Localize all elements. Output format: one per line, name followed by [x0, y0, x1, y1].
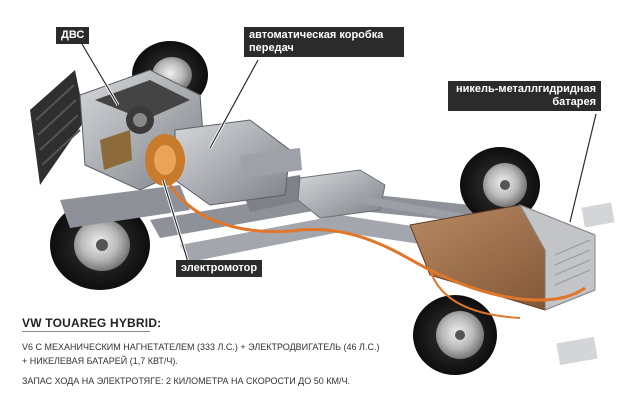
- motor-label-text: электромотор: [181, 262, 258, 274]
- motor-label: электромотор: [176, 260, 263, 277]
- exhaust-muffler: [297, 169, 470, 222]
- front-subframe: [60, 185, 190, 228]
- caption-line-3: ЗАПАС ХОДА НА ЭЛЕКТРОТЯГЕ: 2 КИЛОМЕТРА Н…: [22, 376, 351, 386]
- gearbox: [174, 119, 302, 206]
- cable-branch: [429, 269, 521, 319]
- engine-label: ДВС: [56, 27, 90, 44]
- caption-line-1: V6 С МЕХАНИЧЕСКИМ НАГНЕТАТЕЛЕМ (333 Л.С.…: [22, 342, 380, 352]
- gearbox-label-line1: автоматическая коробка: [249, 29, 384, 41]
- high-voltage-cable: [168, 184, 586, 302]
- leader-lines-dark: [81, 43, 597, 263]
- rear-left-wheel: [460, 147, 540, 223]
- gearbox-label: автоматическая коробка передач: [244, 27, 404, 57]
- caption-line-2: + НИКЕЛЕВАЯ БАТАРЕЙ (1,7 КВТ/Ч).: [22, 356, 178, 366]
- radiator: [30, 70, 85, 185]
- battery-label-line2: батарея: [552, 96, 596, 108]
- rear-right-wheel: [413, 295, 497, 375]
- caption-title-underline: [22, 331, 150, 332]
- caption-title: VW TOUAREG HYBRID:: [22, 316, 162, 330]
- electric-motor: [145, 134, 185, 186]
- battery-label: никель-металлгидридная батарея: [448, 81, 601, 111]
- battery-pack: [409, 202, 615, 366]
- engine-label-text: ДВС: [61, 29, 85, 41]
- gearbox-label-line2: передач: [249, 42, 294, 54]
- battery-label-line1: никель-металлгидридная: [455, 83, 596, 95]
